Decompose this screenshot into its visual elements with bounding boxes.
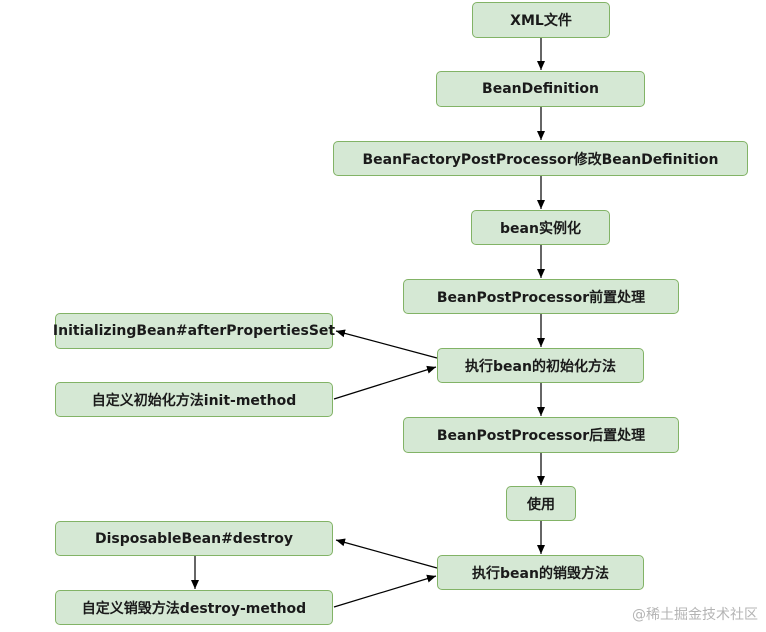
node-use: 使用	[506, 486, 576, 521]
watermark: @稀土掘金技术社区	[632, 607, 758, 623]
node-bean-factory-post-processor: BeanFactoryPostProcessor修改BeanDefinition	[333, 141, 748, 176]
node-bean-post-processor-after: BeanPostProcessor后置处理	[403, 417, 679, 453]
edge-run-destroy-to-disposablebean	[335, 538, 438, 569]
node-xml-file: XML文件	[472, 2, 610, 38]
node-destroy-method: 自定义销毁方法destroy-method	[55, 590, 333, 625]
edge-initmethod-to-run-init	[333, 365, 437, 400]
node-bean-instantiate: bean实例化	[471, 210, 610, 245]
node-initializing-bean: InitializingBean#afterPropertiesSet	[53, 313, 335, 349]
node-init-method: 自定义初始化方法init-method	[55, 382, 333, 417]
node-run-destroy-method: 执行bean的销毁方法	[437, 555, 644, 590]
edge-run-init-to-initializingbean	[335, 329, 438, 359]
node-bean-post-processor-before: BeanPostProcessor前置处理	[403, 279, 679, 314]
node-run-init-method: 执行bean的初始化方法	[437, 348, 644, 383]
node-disposable-bean: DisposableBean#destroy	[55, 521, 333, 556]
node-bean-definition: BeanDefinition	[436, 71, 645, 107]
edge-destroymethod-to-run-destroy	[333, 574, 437, 608]
